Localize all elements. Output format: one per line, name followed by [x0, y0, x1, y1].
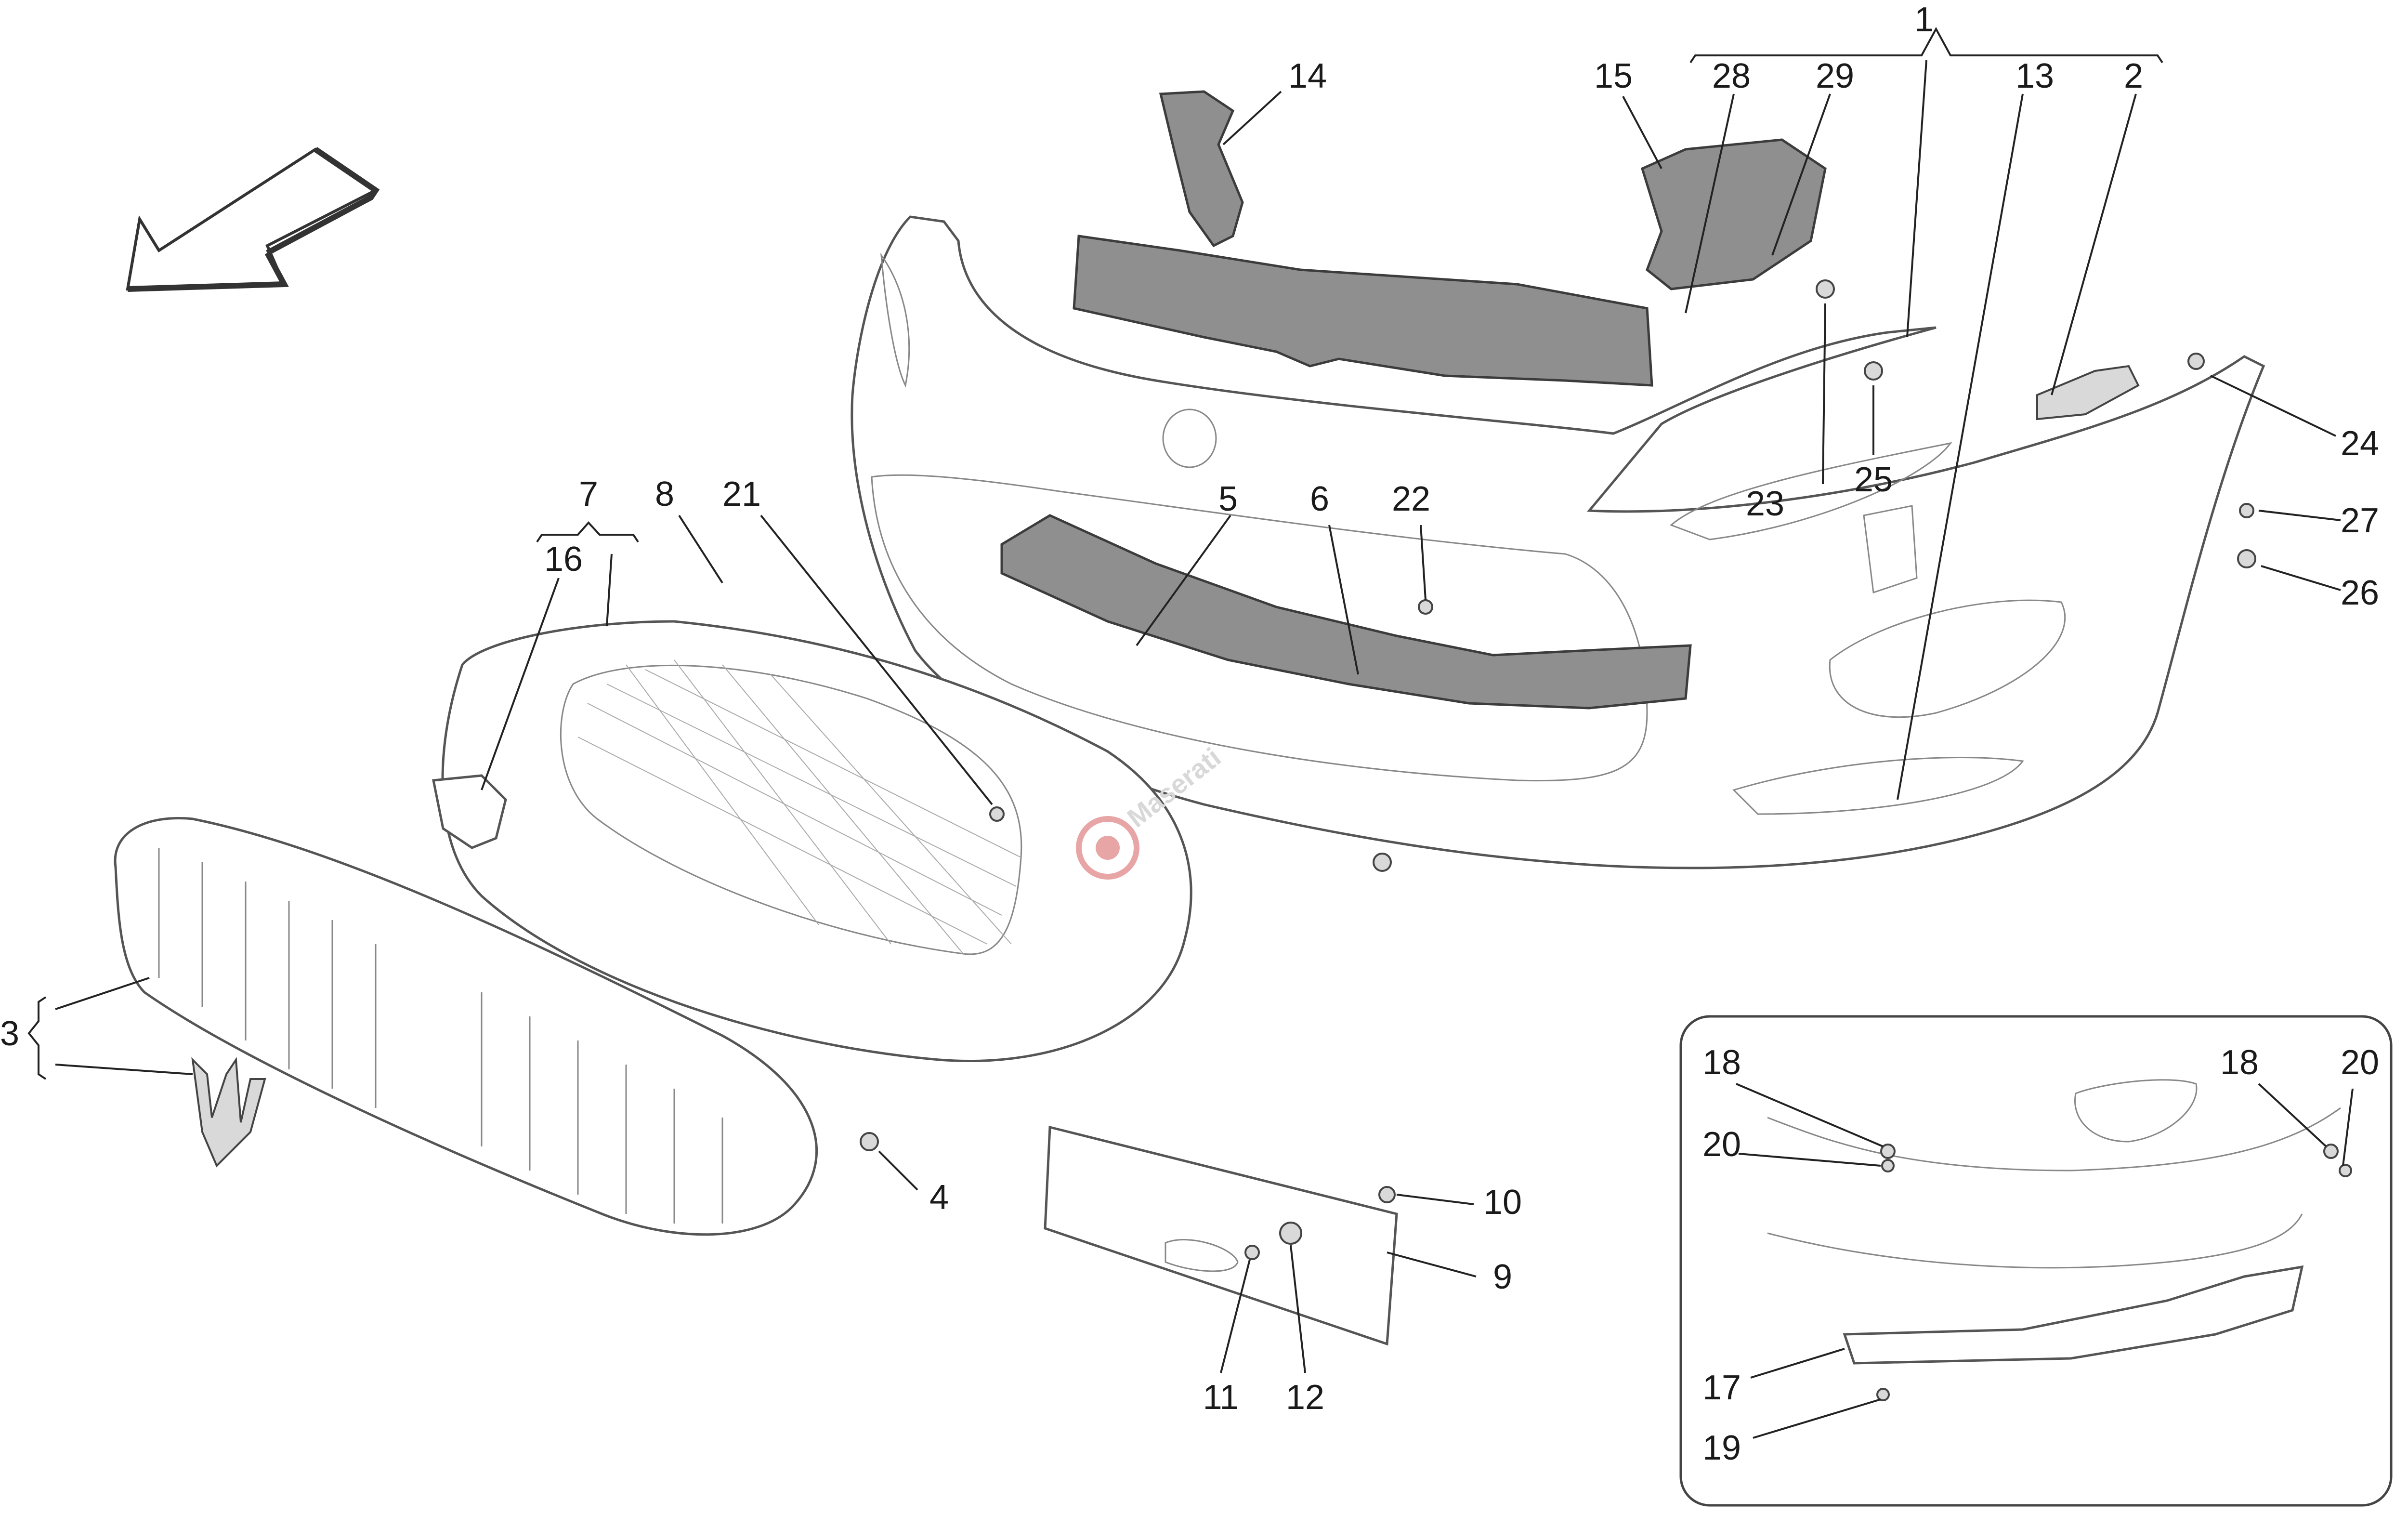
fastener-11 — [1244, 1245, 1260, 1260]
callout-6: 6 — [1310, 480, 1329, 518]
callout-27: 27 — [2341, 501, 2379, 540]
callout-10: 10 — [1483, 1183, 1522, 1222]
fastener-19 — [1876, 1388, 1890, 1401]
callout-19: 19 — [1702, 1429, 1741, 1467]
fastener-20a — [1881, 1159, 1895, 1172]
watermark-logo-icon — [1076, 816, 1139, 880]
fastener-26 — [2237, 549, 2256, 568]
chrome-grille — [114, 817, 818, 1236]
callout-11: 11 — [1203, 1378, 1239, 1417]
callout-2: 2 — [2124, 57, 2143, 95]
callout-12: 12 — [1286, 1378, 1324, 1417]
fastener-10 — [1378, 1186, 1396, 1203]
callout-26: 26 — [2341, 574, 2379, 612]
callout-20-left: 20 — [1702, 1125, 1741, 1164]
callout-23: 23 — [1746, 485, 1784, 523]
callout-28: 28 — [1712, 57, 1751, 95]
fastener-20b — [2339, 1164, 2352, 1177]
callout-25: 25 — [1854, 461, 1893, 499]
callout-16: 16 — [544, 540, 583, 579]
fastener-23 — [1816, 279, 1835, 299]
fastener-12 — [1279, 1222, 1302, 1245]
left-air-duct-bracket — [1159, 90, 1244, 248]
fastener-24 — [2187, 353, 2205, 370]
fastener-4 — [860, 1132, 879, 1151]
fastener-27 — [2239, 503, 2254, 518]
fastener-lower — [1373, 853, 1392, 872]
callout-5: 5 — [1218, 480, 1238, 518]
fastener-18a — [1880, 1144, 1896, 1159]
callout-29: 29 — [1816, 57, 1854, 95]
callout-bracket-3 — [27, 996, 47, 1080]
upper-energy-absorber — [1073, 235, 1653, 387]
callout-18-right: 18 — [2220, 1043, 2259, 1082]
callout-17: 17 — [1702, 1369, 1741, 1407]
callout-3: 3 — [0, 1014, 19, 1053]
callout-4: 4 — [929, 1178, 949, 1217]
fastener-25 — [1864, 361, 1883, 381]
callout-bracket-1 — [1689, 26, 2163, 64]
fastener-22 — [1418, 599, 1433, 615]
trident-emblem-icon — [191, 1057, 266, 1168]
detail-inset-panel — [1679, 1015, 2393, 1507]
right-air-duct — [1640, 138, 1827, 290]
callout-1: 1 — [1914, 0, 1934, 39]
leader-lines — [55, 60, 2354, 1439]
callout-13: 13 — [2015, 57, 2054, 95]
callout-18-left: 18 — [1702, 1043, 1741, 1082]
callout-21: 21 — [722, 475, 761, 513]
front-direction-arrow-icon — [126, 147, 380, 292]
callout-labels: 1 2 13 14 15 28 29 23 25 24 27 26 5 6 22… — [0, 0, 2379, 1467]
callout-15: 15 — [1594, 57, 1633, 95]
callout-7: 7 — [579, 475, 598, 513]
callout-bracket-7 — [536, 521, 639, 543]
callout-14: 14 — [1288, 57, 1327, 95]
fastener-21 — [989, 806, 1005, 822]
grille-housing — [441, 620, 1192, 1063]
callout-8: 8 — [655, 475, 674, 513]
callout-20-right: 20 — [2341, 1043, 2379, 1082]
fastener-18b — [2323, 1144, 2339, 1159]
callout-22: 22 — [1392, 480, 1430, 518]
air-intake-duct — [432, 774, 507, 849]
side-mounting-bracket — [2036, 365, 2140, 421]
callout-9: 9 — [1493, 1258, 1512, 1296]
license-plate-holder — [1044, 1125, 1398, 1346]
lower-reinforcement-beam — [1000, 514, 1692, 710]
callout-24: 24 — [2341, 424, 2379, 463]
